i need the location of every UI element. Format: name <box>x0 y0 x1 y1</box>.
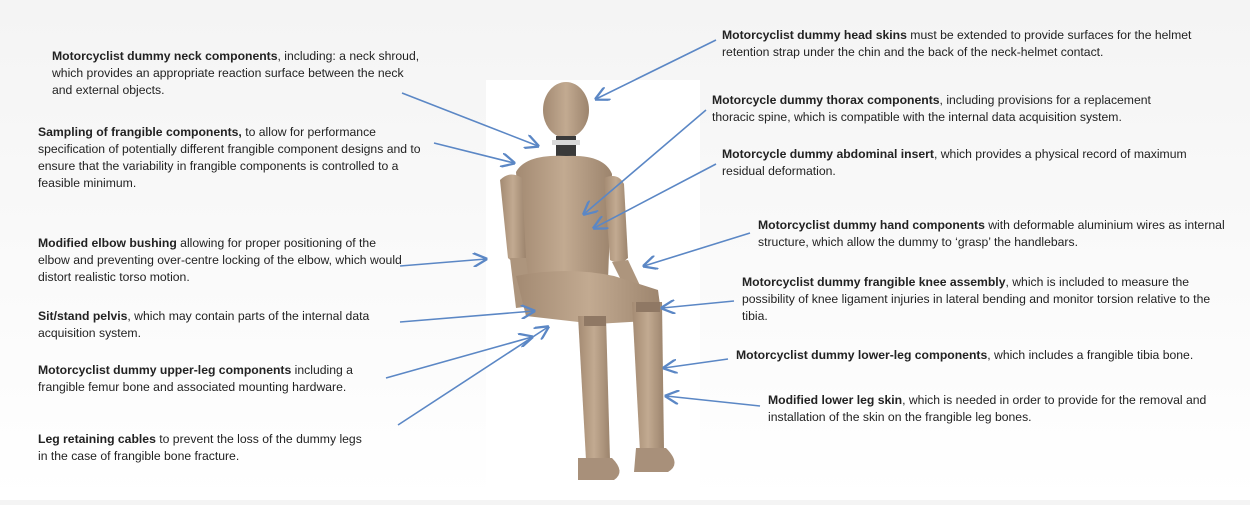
annotation-head-skins: Motorcyclist dummy head skins must be ex… <box>722 27 1222 61</box>
annotation-elbow-bushing: Modified elbow bushing allowing for prop… <box>38 235 403 286</box>
arrow-elbow <box>400 259 486 266</box>
arrow-legskin <box>666 396 760 406</box>
annotation-neck: Motorcyclist dummy neck components, incl… <box>52 48 422 99</box>
annotation-thorax: Motorcycle dummy thorax components, incl… <box>712 92 1187 126</box>
arrow-frangible <box>434 143 514 163</box>
arrow-head <box>596 40 716 99</box>
annotation-pelvis: Sit/stand pelvis, which may contain part… <box>38 308 403 342</box>
annotation-leg-cables: Leg retaining cables to prevent the loss… <box>38 431 373 465</box>
arrow-upperleg <box>386 337 532 378</box>
arrow-cables <box>398 327 548 425</box>
arrow-thorax <box>584 110 706 214</box>
arrow-abdomen <box>594 164 716 228</box>
annotation-lower-leg-skin: Modified lower leg skin, which is needed… <box>768 392 1228 426</box>
arrow-lowerleg <box>664 359 728 368</box>
annotation-frangible-components: Sampling of frangible components, to all… <box>38 124 433 192</box>
arrow-hand <box>644 233 750 266</box>
annotation-lower-leg: Motorcyclist dummy lower-leg components,… <box>736 347 1236 364</box>
annotation-knee: Motorcyclist dummy frangible knee assemb… <box>742 274 1232 325</box>
annotation-abdominal-insert: Motorcycle dummy abdominal insert, which… <box>722 146 1227 180</box>
arrow-pelvis <box>400 311 534 322</box>
annotation-hand: Motorcyclist dummy hand components with … <box>758 217 1233 251</box>
arrow-knee <box>662 301 734 308</box>
annotation-upper-leg: Motorcyclist dummy upper-leg components … <box>38 362 383 396</box>
